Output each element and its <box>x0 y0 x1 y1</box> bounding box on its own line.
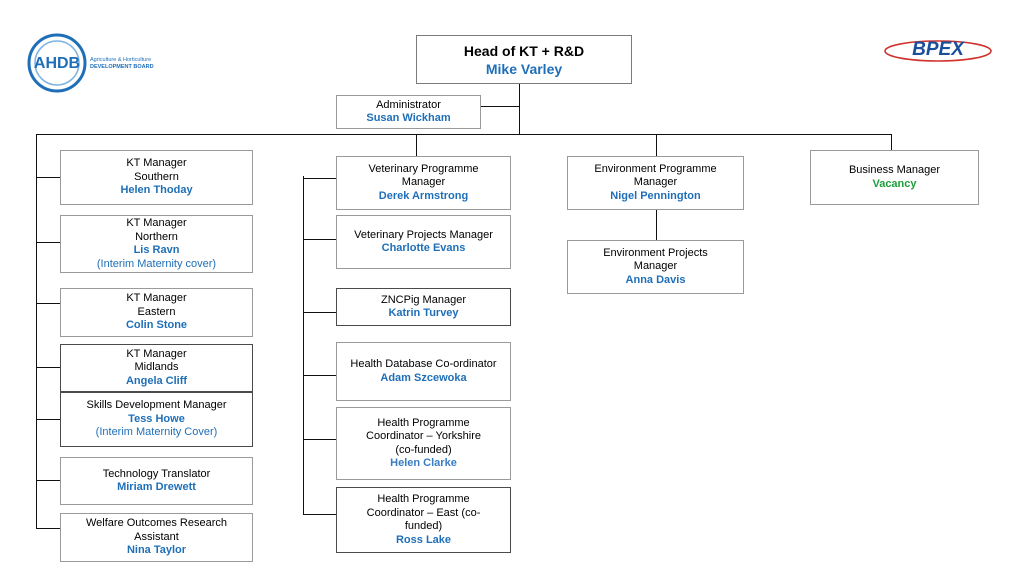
kt-box: KT Manager Southern Helen Thoday <box>60 150 253 205</box>
env-drop-line <box>656 134 657 156</box>
bpex-logo: BPEX <box>884 39 992 62</box>
admin-name: Susan Wickham <box>366 112 451 124</box>
vet-tick <box>303 514 336 515</box>
ahdb-logo: AHDB Agriculture & Horticulture DEVELOPM… <box>27 33 154 93</box>
cover-note: (Interim Maternity Cover) <box>95 426 218 439</box>
admin-role: Administrator <box>376 98 441 111</box>
vet-tick <box>303 239 336 240</box>
svg-text:Agriculture & Horticulture: Agriculture & Horticulture <box>90 57 151 63</box>
vet-branch-line <box>303 176 304 514</box>
kt-tick <box>36 242 60 243</box>
env-projects-connector <box>656 209 657 240</box>
vet-drop-line <box>416 134 417 156</box>
kt-tick <box>36 177 60 178</box>
kt-box: KT Manager Eastern Colin Stone <box>60 288 253 337</box>
env-box: Environment Projects Manager Anna Davis <box>567 240 744 294</box>
admin-connector <box>480 106 520 107</box>
person-name: Anna Davis <box>625 273 686 286</box>
business-drop-line <box>891 134 892 150</box>
vet-box: Health Database Co-ordinator Adam Szcewo… <box>336 342 511 401</box>
cover-note: (Interim Maternity cover) <box>96 257 217 270</box>
vet-box: ZNCPig Manager Katrin Turvey <box>336 288 511 326</box>
kt-tick <box>36 480 60 481</box>
vet-tick <box>303 178 336 179</box>
kt-tick <box>36 419 60 420</box>
person-name: Adam Szcewoka <box>380 371 467 384</box>
kt-tick <box>36 303 60 304</box>
person-name: Nina Taylor <box>126 544 187 557</box>
kt-box: KT Manager Northern Lis Ravn (Interim Ma… <box>60 215 253 273</box>
svg-text:DEVELOPMENT BOARD: DEVELOPMENT BOARD <box>90 64 154 70</box>
person-name: Lis Ravn <box>133 244 180 256</box>
head-role: Head of KT + R&D <box>463 42 585 59</box>
main-horizontal-line <box>36 134 892 135</box>
vet-box: Health Programme Coordinator – East (co-… <box>336 487 511 553</box>
env-box: Environment Programme Manager Nigel Penn… <box>567 156 744 210</box>
person-name: Charlotte Evans <box>381 242 466 254</box>
person-name: Colin Stone <box>125 319 188 332</box>
kt-box: KT Manager Midlands Angela Cliff <box>60 344 253 392</box>
vet-box: Veterinary Projects Manager Charlotte Ev… <box>336 215 511 269</box>
person-name: Nigel Pennington <box>610 189 701 202</box>
administrator-box: Administrator Susan Wickham <box>336 95 481 129</box>
kt-box: Welfare Outcomes Research Assistant Nina… <box>60 513 253 562</box>
head-trunk-line <box>519 83 520 134</box>
kt-box: Skills Development Manager Tess Howe (In… <box>60 392 253 447</box>
person-name: Miriam Drewett <box>117 481 196 493</box>
kt-tick <box>36 528 60 529</box>
bpex-mark: BPEX <box>912 39 965 60</box>
person-name: Tess Howe <box>128 412 185 425</box>
head-box: Head of KT + R&D Mike Varley <box>416 35 632 84</box>
vet-box: Veterinary Programme Manager Derek Armst… <box>336 156 511 210</box>
vet-box: Health Programme Coordinator – Yorkshire… <box>336 407 511 480</box>
vacancy-label: Vacancy <box>872 177 917 190</box>
vet-tick <box>303 312 336 313</box>
person-name: Ross Lake <box>395 533 452 546</box>
kt-box: Technology Translator Miriam Drewett <box>60 457 253 505</box>
person-name: Katrin Turvey <box>388 307 459 319</box>
vet-tick <box>303 439 336 440</box>
person-name: Angela Cliff <box>125 374 188 387</box>
kt-tick <box>36 367 60 368</box>
person-name: Helen Clarke <box>390 457 457 469</box>
person-name: Derek Armstrong <box>378 189 469 202</box>
head-name: Mike Varley <box>485 60 563 77</box>
ahdb-mark: AHDB <box>34 55 80 72</box>
vet-tick <box>303 375 336 376</box>
person-name: Helen Thoday <box>120 184 193 197</box>
business-box: Business Manager Vacancy <box>810 150 979 205</box>
kt-branch-line <box>36 134 37 528</box>
